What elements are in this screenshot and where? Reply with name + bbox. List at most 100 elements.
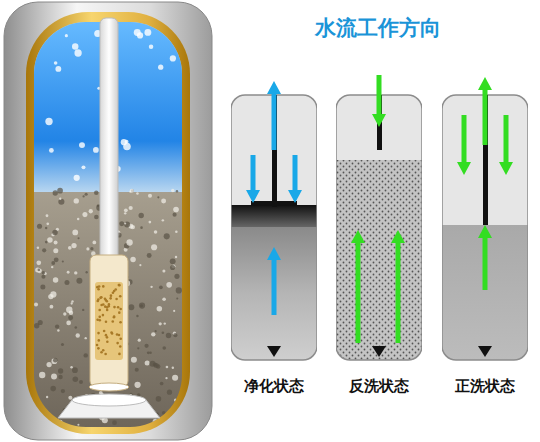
flow-arrow [272, 260, 277, 315]
gravel-dot [166, 333, 171, 338]
water-bubble [45, 118, 52, 125]
gravel-dot [119, 221, 124, 226]
gravel-dot [124, 222, 126, 224]
gravel-dot [139, 264, 141, 266]
gravel-dot [55, 324, 59, 328]
gravel-dot [161, 199, 166, 204]
gravel-dot [51, 261, 55, 265]
water-bubble [170, 55, 176, 61]
gravel-dot [61, 343, 64, 346]
gravel-dot [68, 315, 73, 320]
gravel-dot [48, 294, 53, 299]
gravel-dot [124, 221, 130, 227]
filter-dot [117, 306, 120, 309]
filter-dot [106, 306, 109, 309]
gravel-dot [40, 284, 45, 289]
gravel-dot [53, 248, 58, 253]
filter-dot [112, 292, 115, 295]
gravel-dot [94, 190, 99, 195]
water-bubble [121, 139, 127, 145]
gravel-dot [162, 346, 166, 350]
filter-dot [106, 309, 109, 312]
gravel-dot [85, 193, 88, 196]
gravel-dot [35, 267, 40, 272]
filter-dot [113, 316, 116, 319]
gravel-dot [59, 198, 61, 200]
gravel-dot [128, 304, 134, 310]
gravel-dot [170, 258, 176, 264]
gravel-dot [38, 269, 41, 272]
filter-dot [106, 341, 109, 344]
filter-dot [113, 306, 116, 309]
filter-dot [113, 315, 116, 318]
filter-dot [97, 332, 100, 335]
gravel-dot [148, 194, 152, 198]
gravel-dot [156, 396, 162, 402]
gravel-dot [130, 189, 134, 193]
flow-arrowhead [478, 77, 492, 90]
gravel-dot [176, 298, 178, 300]
filter-dot [116, 342, 119, 345]
filter-dot [119, 337, 122, 340]
flow-arrowhead [372, 114, 386, 127]
flow-arrowhead [288, 190, 302, 203]
bottom-outlet [478, 346, 492, 357]
water-bubble [65, 34, 68, 37]
gravel-dot [124, 208, 128, 212]
flow-arrowhead [246, 190, 260, 203]
flow-arrow [504, 115, 509, 162]
state-label: 正洗状态 [442, 377, 528, 396]
water-bubble [81, 165, 85, 169]
tank-state: 正洗状态 [442, 75, 528, 400]
state-label: 反洗状态 [336, 377, 422, 396]
media-layer [442, 225, 528, 360]
gravel-dot [75, 326, 78, 329]
gravel-dot [58, 375, 63, 380]
flow-arrowhead [391, 230, 405, 243]
gravel-dot [72, 367, 78, 373]
gravel-dot [54, 257, 59, 262]
gravel-dot [67, 271, 70, 274]
filter-dot [104, 297, 107, 300]
flow-arrowhead [267, 81, 281, 94]
filter-dot [102, 314, 105, 317]
gravel-dot [94, 215, 99, 220]
gravel-dot [173, 213, 177, 217]
distributor [251, 201, 297, 206]
bottom-outlet [372, 346, 386, 357]
gravel-dot [34, 323, 39, 328]
water-bubble [79, 142, 85, 148]
gravel-dot [153, 419, 158, 424]
gravel-dot [176, 287, 182, 293]
gravel-dot [175, 256, 177, 258]
filter-dot [119, 345, 122, 348]
gravel-dot [66, 321, 71, 326]
gravel-dot [83, 353, 87, 357]
gravel-dot [82, 309, 84, 311]
gravel-dot [176, 190, 178, 192]
gravel-dot [164, 233, 170, 239]
gravel-dot [97, 205, 99, 207]
gravel-dot [78, 237, 80, 239]
gravel-dot [134, 382, 140, 388]
gravel-dot [136, 315, 138, 317]
flow-arrow [396, 243, 401, 343]
filter-dot [105, 320, 108, 323]
gravel-dot [47, 237, 53, 243]
gravel-dot [155, 330, 157, 332]
flow-arrow [483, 238, 488, 290]
gravel-dot [174, 398, 177, 401]
filter-dot [119, 295, 122, 298]
gravel-dot [172, 366, 174, 368]
filter-dot [98, 319, 101, 322]
gravel-dot [58, 199, 64, 205]
gravel-dot [71, 300, 73, 302]
gravel-dot [37, 246, 40, 249]
gravel-dot [42, 248, 46, 252]
gravel-dot [54, 241, 58, 245]
filter-dot [98, 285, 101, 288]
gravel-dot [82, 195, 84, 197]
gravel-dot [92, 241, 96, 245]
filter-dot [111, 332, 114, 335]
gravel-dot [149, 361, 155, 367]
